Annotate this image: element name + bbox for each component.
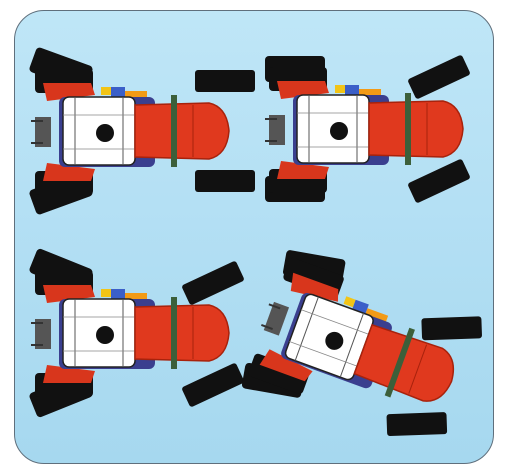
diagram-frame — [14, 10, 494, 464]
tractor-top-left — [28, 47, 255, 216]
tractor-steering-diagram — [15, 11, 493, 463]
tractor-top-right — [265, 54, 471, 203]
tractor-bottom-left — [28, 248, 245, 419]
tractor-bottom-right — [237, 240, 491, 460]
